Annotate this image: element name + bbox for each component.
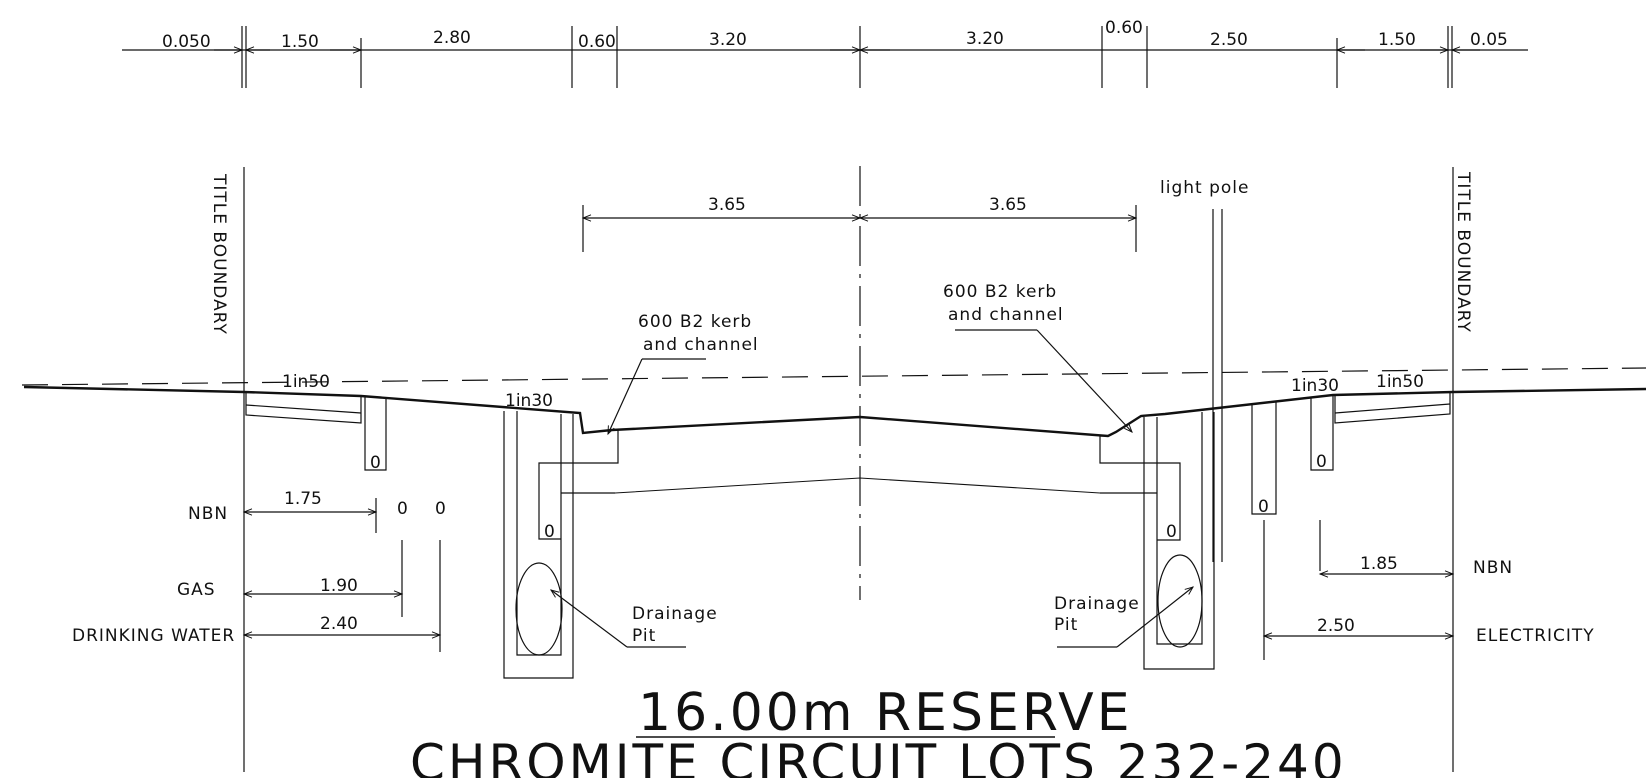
drainage-right-line1: Drainage: [1054, 594, 1140, 614]
drainage-right-line2: Pit: [1054, 615, 1078, 635]
drainage-leaders: [549, 586, 1195, 648]
service-left-gas-dim: 1.90: [320, 576, 358, 596]
kerb-right-line2: and channel: [948, 305, 1064, 325]
kerb-right-line1: 600 B2 kerb: [943, 282, 1057, 302]
grade-right-verge: 1in30: [1291, 376, 1339, 396]
light-pole-label: light pole: [1160, 178, 1249, 198]
drawing-title: 16.00m RESERVE: [638, 683, 1133, 743]
right-footpath-slab: [1334, 392, 1451, 424]
right-kerb-and-pit: [1099, 412, 1215, 670]
conduit-mark-5: 0: [1166, 522, 1177, 542]
service-left-nbn-dim: 1.75: [284, 489, 322, 509]
top-dim-1: 0.050: [162, 32, 211, 52]
drainage-left-line2: Pit: [632, 626, 656, 646]
service-left-water-label: DRINKING WATER: [72, 626, 235, 646]
service-right-nbn-label: NBN: [1473, 558, 1513, 578]
pavement-subgrade-line: [561, 477, 1101, 494]
service-right-electricity-dim: 2.50: [1317, 616, 1355, 636]
left-service-dimensions: [242, 498, 442, 652]
kerb-left-line1: 600 B2 kerb: [638, 312, 752, 332]
nbn-conduit-left: [364, 397, 387, 471]
service-right-nbn-dim: 1.85: [1360, 554, 1398, 574]
top-dim-9: 1.50: [1378, 30, 1416, 50]
drawing-subtitle: CHROMITE CIRCUIT LOTS 232-240: [410, 734, 1347, 778]
conduit-mark-1: 0: [370, 453, 381, 473]
service-left-gas-label: GAS: [177, 580, 216, 600]
top-dim-3: 2.80: [433, 28, 471, 48]
right-title-boundary-label: TITLE BOUNDARY: [1453, 171, 1473, 333]
finished-road-surface: [23, 385, 1646, 438]
light-pole: [1212, 209, 1223, 562]
electricity-conduit: [1251, 402, 1277, 515]
conduit-mark-7: 0: [1316, 452, 1327, 472]
top-dim-2: 1.50: [281, 32, 319, 52]
left-kerb-and-pit: [503, 411, 619, 679]
top-dim-10: 0.05: [1470, 30, 1508, 50]
left-title-boundary-label: TITLE BOUNDARY: [209, 173, 229, 335]
kerb-leaders: [607, 329, 1133, 436]
left-footpath-slab: [245, 393, 362, 424]
service-right-electricity-label: ELECTRICITY: [1476, 626, 1595, 646]
carriageway-dim-left: 3.65: [708, 195, 746, 215]
top-dim-7: 0.60: [1105, 18, 1143, 38]
kerb-left-line2: and channel: [643, 335, 759, 355]
conduit-mark-3: 0: [435, 499, 446, 519]
top-dimension-chain: [122, 26, 1528, 88]
carriageway-dim-right: 3.65: [989, 195, 1027, 215]
carriageway-dimensions: [581, 205, 1138, 252]
nbn-conduit-right: [1310, 396, 1334, 471]
conduit-mark-2: 0: [397, 499, 408, 519]
top-dim-5: 3.20: [709, 30, 747, 50]
right-service-dimensions: [1262, 520, 1455, 660]
drainage-left-line1: Drainage: [632, 604, 718, 624]
conduit-mark-4: 0: [544, 522, 555, 542]
conduit-mark-6: 0: [1258, 497, 1269, 517]
top-dim-8: 2.50: [1210, 30, 1248, 50]
grade-right-footpath: 1in50: [1376, 372, 1424, 392]
grade-left-footpath: 1in50: [282, 372, 330, 392]
existing-surface-line: [21, 367, 1646, 386]
service-left-water-dim: 2.40: [320, 614, 358, 634]
grade-left-verge: 1in30: [505, 391, 553, 411]
service-left-nbn-label: NBN: [188, 504, 228, 524]
top-dim-4: 0.60: [578, 32, 616, 52]
top-dim-6: 3.20: [966, 29, 1004, 49]
